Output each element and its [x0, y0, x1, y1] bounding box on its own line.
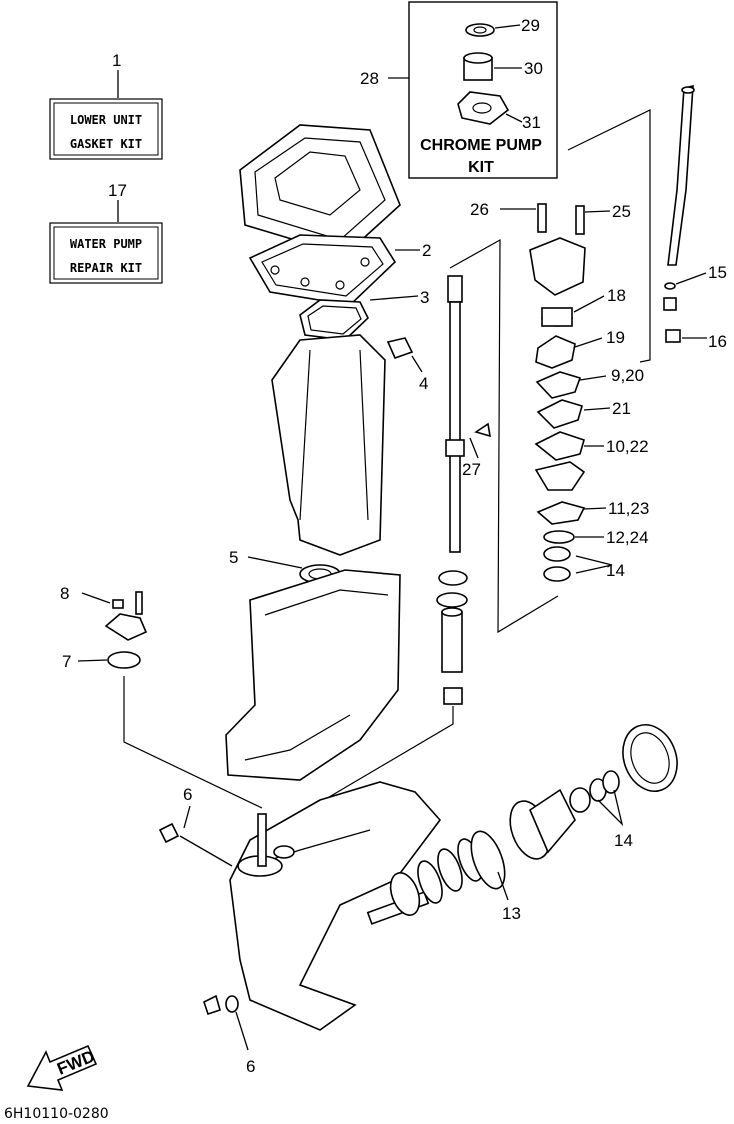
chrome-pump-kit-title: CHROME PUMP [420, 137, 542, 154]
callout-5: 5 [229, 548, 238, 567]
callout-9-20: 9,20 [611, 366, 644, 385]
callout-6-lower: 6 [246, 1057, 255, 1076]
fwd-label: FWD [54, 1047, 97, 1079]
callout-13: 13 [502, 904, 521, 923]
callout-30: 30 [524, 59, 543, 78]
callout-27: 27 [462, 460, 481, 479]
water-pump-stack: 26 25 18 19 9,20 21 10,22 11,23 12,24 14 [470, 109, 651, 582]
fwd-arrow-icon: FWD [26, 1044, 97, 1091]
callout-31: 31 [522, 113, 541, 132]
callout-4: 4 [419, 374, 428, 393]
mid-casing [225, 569, 401, 781]
callout-10-22: 10,22 [606, 437, 649, 456]
callout-18: 18 [607, 286, 626, 305]
driveshaft: 27 [279, 238, 559, 827]
callout-29: 29 [521, 16, 540, 35]
top-gasket-stack: 2 3 [239, 124, 431, 341]
callout-2: 2 [422, 241, 431, 260]
callout-6-upper: 6 [183, 785, 192, 804]
propeller-shaft-assembly: 13 14 [366, 724, 678, 925]
gasket-kit-line2: GASKET KIT [70, 137, 142, 151]
callout-26: 26 [470, 200, 489, 219]
callout-3: 3 [420, 288, 429, 307]
callout-8: 8 [60, 584, 69, 603]
drawing-code: 6H10110-0280 [4, 1106, 109, 1122]
chrome-pump-kit-box: 28 29 30 31 CHROME PUMP KIT [360, 1, 558, 179]
gasket-kit-line1: LOWER UNIT [70, 113, 142, 127]
callout-14-lower: 14 [614, 831, 633, 850]
callout-12-24: 12,24 [606, 528, 649, 547]
callout-28: 28 [360, 69, 379, 88]
water-pump-kit-line1: WATER PUMP [70, 237, 142, 251]
callout-7: 7 [62, 652, 71, 671]
gearcase: 6 6 [158, 781, 442, 1076]
upper-casing: 4 [271, 334, 428, 556]
callout-19: 19 [606, 328, 625, 347]
callout-1: 1 [112, 51, 121, 70]
part-8-cover: 8 7 [60, 584, 263, 809]
callout-15: 15 [708, 263, 727, 282]
water-tube: 15 16 [663, 84, 727, 351]
callout-16: 16 [708, 332, 727, 351]
chrome-pump-kit-subtitle: KIT [468, 159, 494, 176]
callout-14-upper: 14 [606, 561, 625, 580]
water-pump-kit-line2: REPAIR KIT [70, 261, 142, 275]
callout-11-23: 11,23 [608, 499, 649, 518]
callout-17: 17 [108, 181, 127, 200]
callout-25: 25 [612, 202, 631, 221]
callout-21: 21 [612, 399, 631, 418]
water-pump-kit-label: 17 WATER PUMP REPAIR KIT [49, 181, 163, 284]
gasket-kit-label: 1 LOWER UNIT GASKET KIT [49, 51, 163, 160]
